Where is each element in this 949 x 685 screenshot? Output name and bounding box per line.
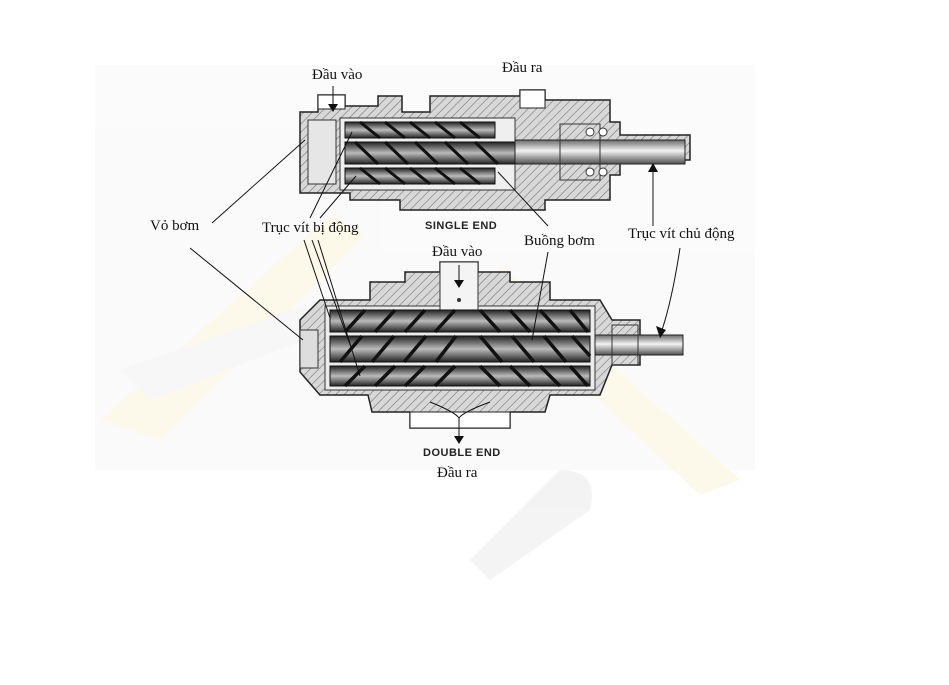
label-inlet-bottom: Đầu vào xyxy=(432,244,483,260)
label-drive-screw: Trục vít chủ động xyxy=(628,226,735,242)
label-idler-screws: Trục vít bị động xyxy=(262,220,359,236)
double-end-pump xyxy=(299,261,684,429)
label-chamber: Buồng bơm xyxy=(524,233,595,249)
double-drive-screw xyxy=(329,335,591,363)
caption-single-end: SINGLE END xyxy=(425,220,498,232)
label-inlet-top: Đầu vào xyxy=(312,67,363,83)
label-outlet-bottom: Đầu ra xyxy=(437,465,478,481)
single-end-pump xyxy=(299,89,691,211)
caption-double-end: DOUBLE END xyxy=(423,447,501,459)
label-casing: Vỏ bơm xyxy=(150,218,200,234)
single-drive-screw xyxy=(344,141,516,165)
label-outlet-top: Đầu ra xyxy=(502,60,543,76)
callout-arrowheads xyxy=(328,104,666,444)
callout-lines xyxy=(189,86,681,440)
double-drive-shaft xyxy=(594,334,684,356)
